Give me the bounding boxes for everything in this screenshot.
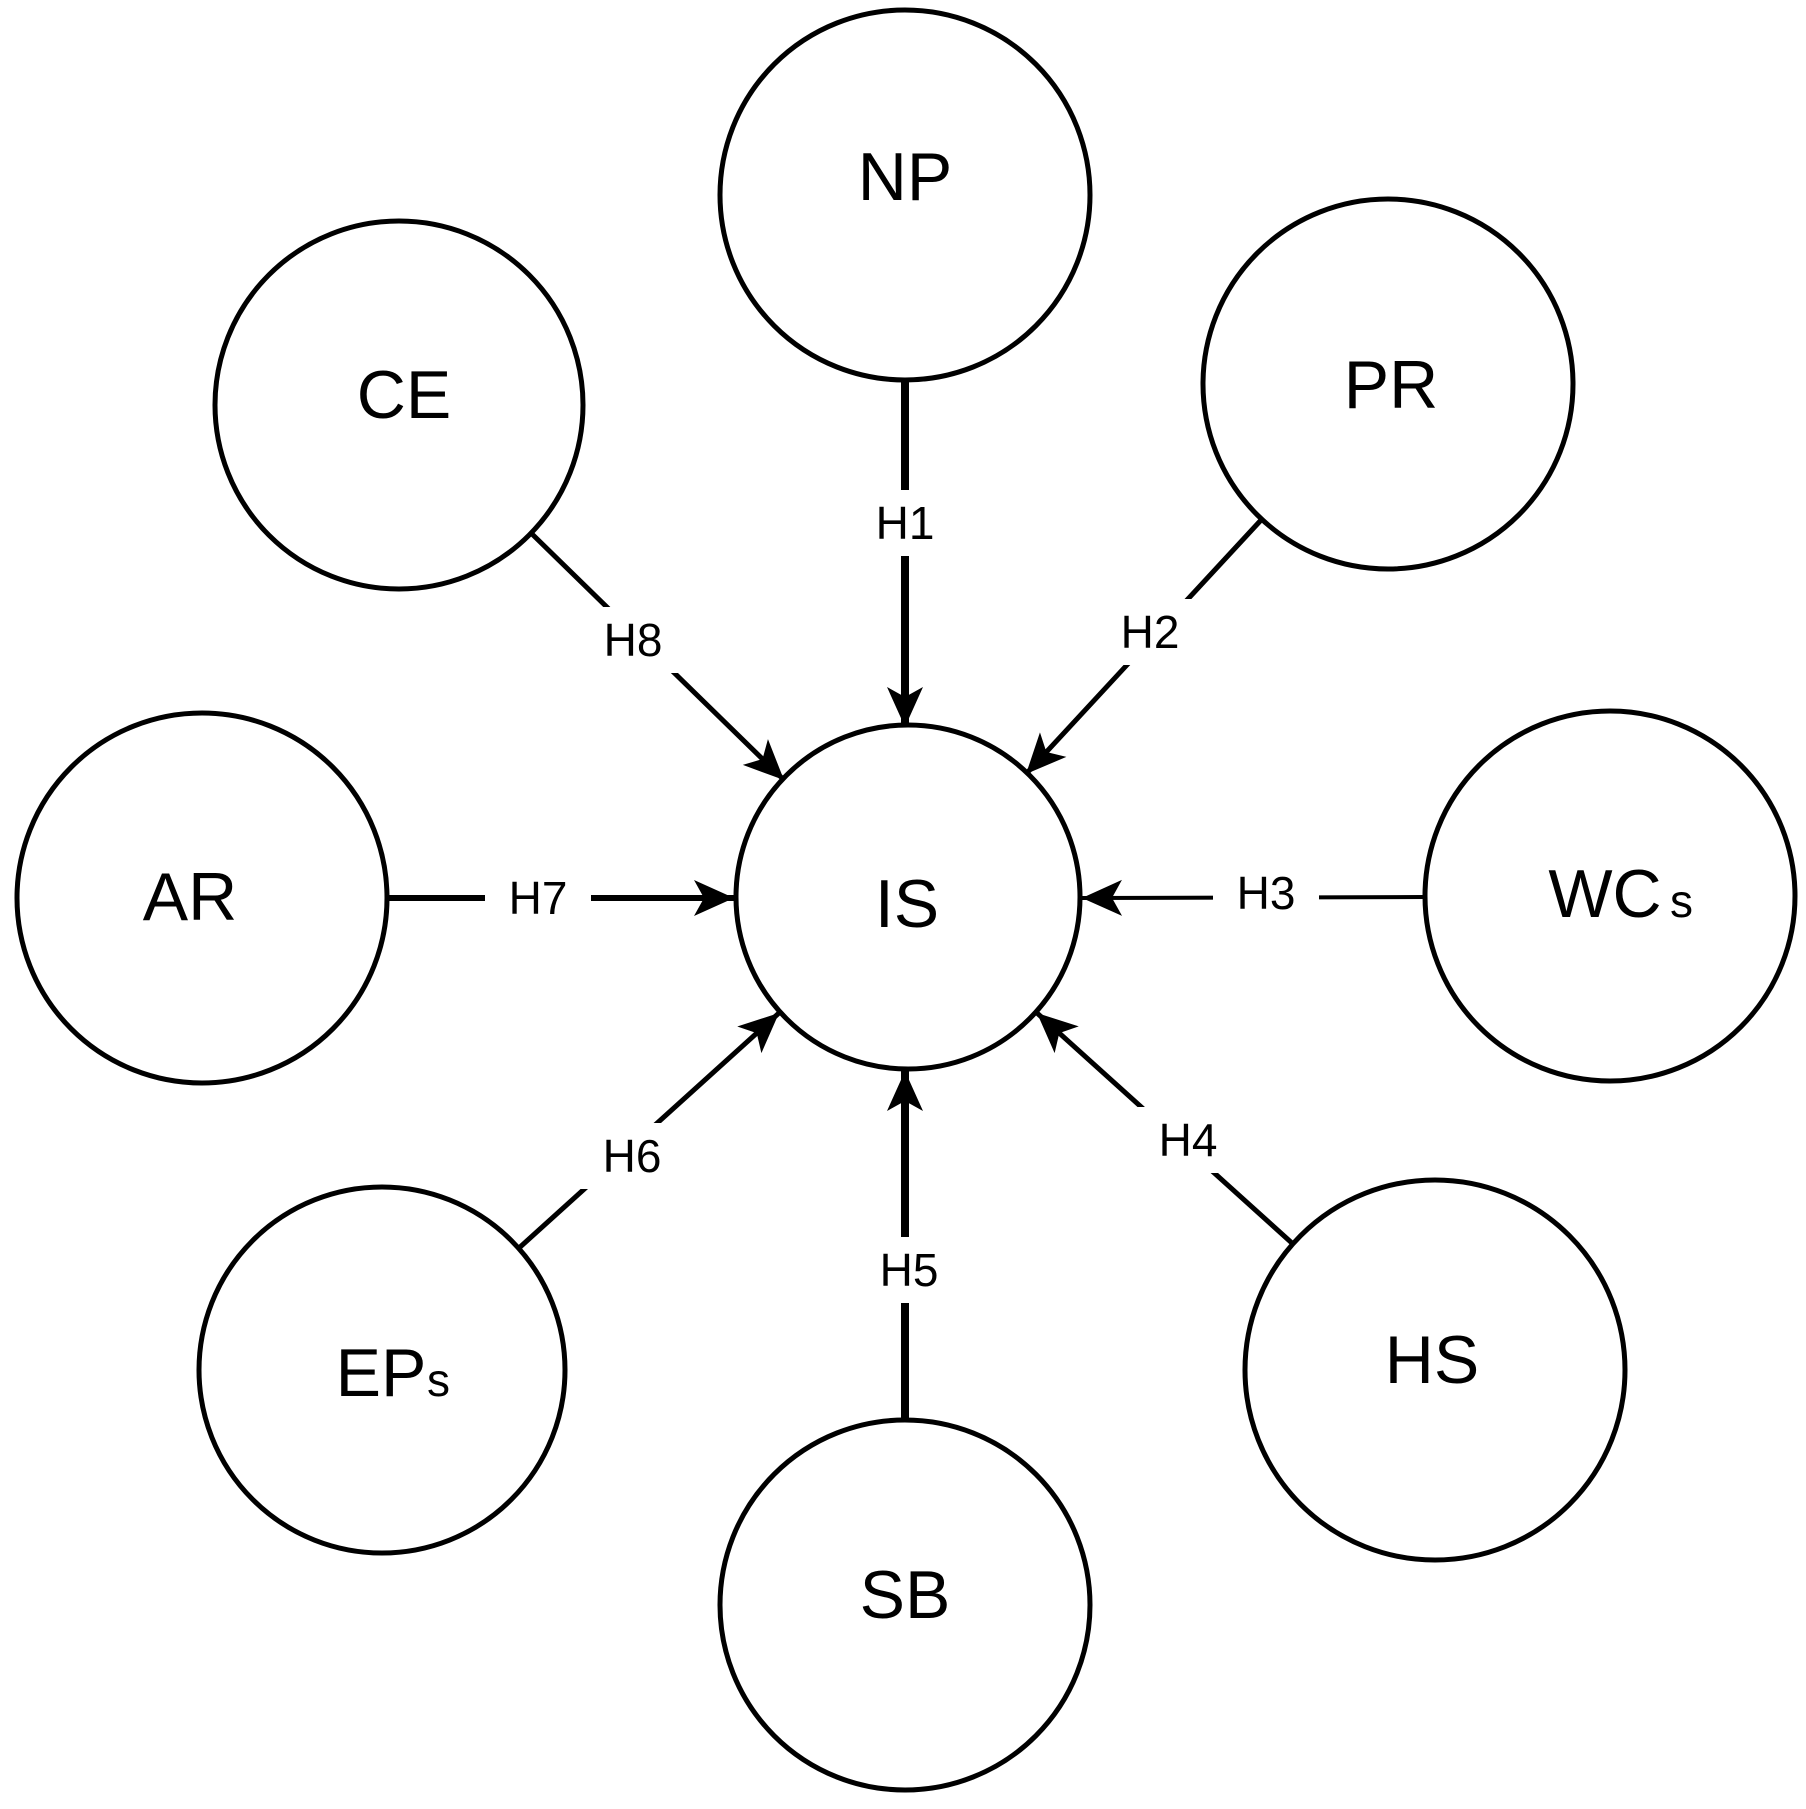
node-label-ce: CE [357, 357, 451, 433]
edge-labels: H1 H2 H3 H4 H5 H6 H7 H8 [509, 497, 1296, 1296]
node-sb: SB [717, 1417, 1093, 1793]
node-label-np: NP [858, 139, 952, 215]
node-label-hs: HS [1385, 1322, 1479, 1398]
edge-label-h5: H5 [880, 1244, 939, 1296]
edge-label-h3: H3 [1237, 867, 1296, 919]
node-label-sb: SB [860, 1557, 951, 1633]
node-circle-sb [717, 1417, 1093, 1793]
node-circle-eps [196, 1184, 568, 1556]
edge-label-h1: H1 [876, 497, 935, 549]
edge-label-bg-h3 [1213, 860, 1319, 926]
edge-label-bg-h4 [1135, 1107, 1241, 1173]
edge-label-bg-h7 [485, 865, 591, 931]
node-is-center: IS [733, 722, 1083, 1072]
node-eps: EP s [196, 1184, 568, 1556]
edge-label-bg-h1 [852, 490, 958, 556]
edge-label-bg-h5 [856, 1237, 962, 1303]
node-sublabel-eps: s [427, 1354, 450, 1406]
edge-label-bg-h8 [580, 607, 686, 673]
node-hs: HS [1242, 1177, 1628, 1563]
node-label-wcs: WC [1548, 856, 1661, 932]
edge-label-h8: H8 [604, 614, 663, 666]
node-pr: PR [1200, 196, 1576, 572]
node-circle-is [733, 722, 1083, 1072]
edge-label-h2: H2 [1121, 606, 1180, 658]
edge-label-h7: H7 [509, 872, 568, 924]
edge-label-h4: H4 [1159, 1114, 1218, 1166]
node-wcs: WC s [1422, 708, 1798, 1084]
edge-label-bg-h6 [579, 1123, 685, 1189]
node-ce: CE [212, 218, 586, 592]
node-circle-ce [212, 218, 586, 592]
node-label-eps: EP [336, 1335, 427, 1411]
node-circle-ar [14, 710, 390, 1086]
node-circle-hs [1242, 1177, 1628, 1563]
node-np: NP [717, 7, 1093, 383]
node-sublabel-wcs: s [1670, 875, 1693, 927]
node-label-is: IS [875, 866, 939, 942]
node-circle-np [717, 7, 1093, 383]
node-label-pr: PR [1344, 347, 1438, 423]
node-label-ar: AR [143, 859, 237, 935]
nodes: NP PR WC s HS SB EP s [14, 7, 1798, 1793]
node-ar: AR [14, 710, 390, 1086]
edge-label-backgrounds [485, 490, 1319, 1303]
node-circle-pr [1200, 196, 1576, 572]
edge-label-bg-h2 [1097, 599, 1203, 665]
node-circle-wcs [1422, 708, 1798, 1084]
edge-label-h6: H6 [603, 1130, 662, 1182]
